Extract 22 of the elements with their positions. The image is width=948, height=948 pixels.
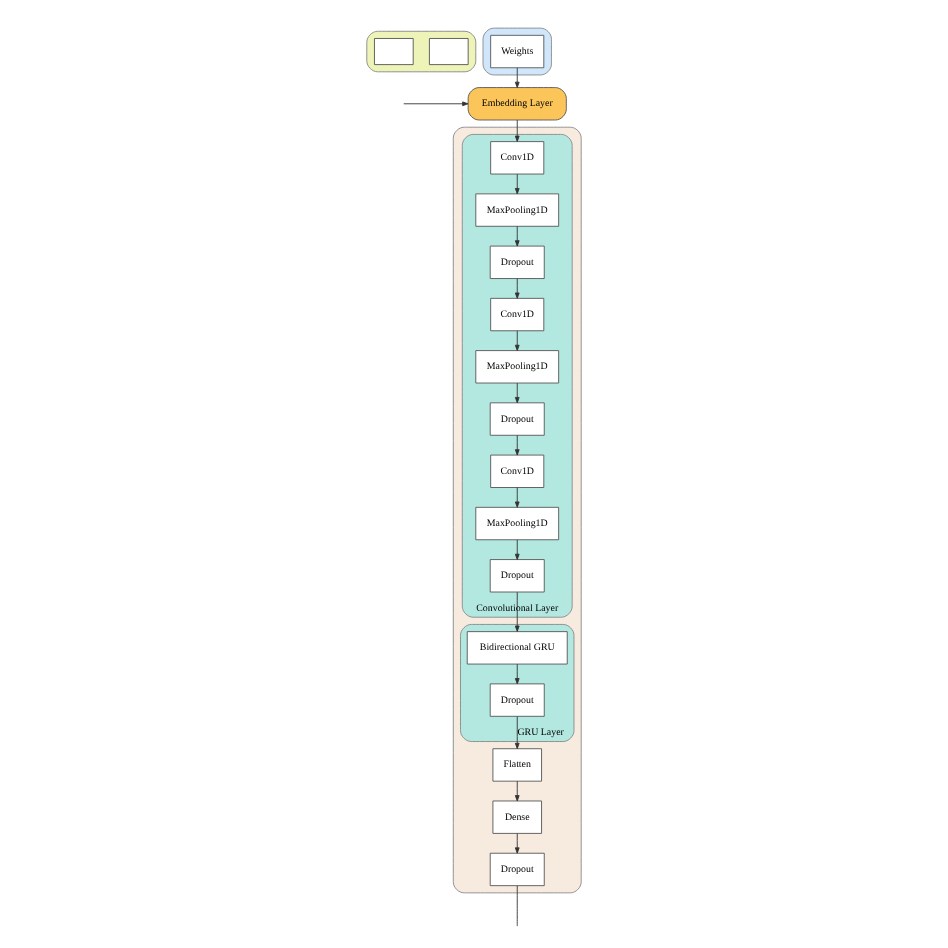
- arrow: [403, 101, 469, 107]
- arrow: [514, 591, 520, 632]
- arrow: [514, 225, 520, 247]
- node-box: [428, 38, 469, 66]
- cluster: [452, 126, 582, 894]
- arrow: [514, 487, 520, 508]
- arrow: [514, 173, 520, 195]
- cluster: [482, 27, 552, 76]
- arrow: [514, 67, 520, 88]
- arrow: [514, 330, 520, 352]
- node-box: [374, 38, 414, 66]
- arrow: [514, 434, 520, 456]
- cluster: [366, 30, 477, 73]
- arrow: [514, 780, 520, 802]
- arrow: [514, 119, 520, 142]
- arrow: [514, 382, 520, 404]
- arrow: [514, 539, 520, 561]
- arrow: [514, 833, 520, 854]
- arrow: [514, 278, 520, 299]
- arrow: [514, 663, 520, 685]
- connector: [516, 885, 518, 927]
- arrow: [514, 716, 520, 750]
